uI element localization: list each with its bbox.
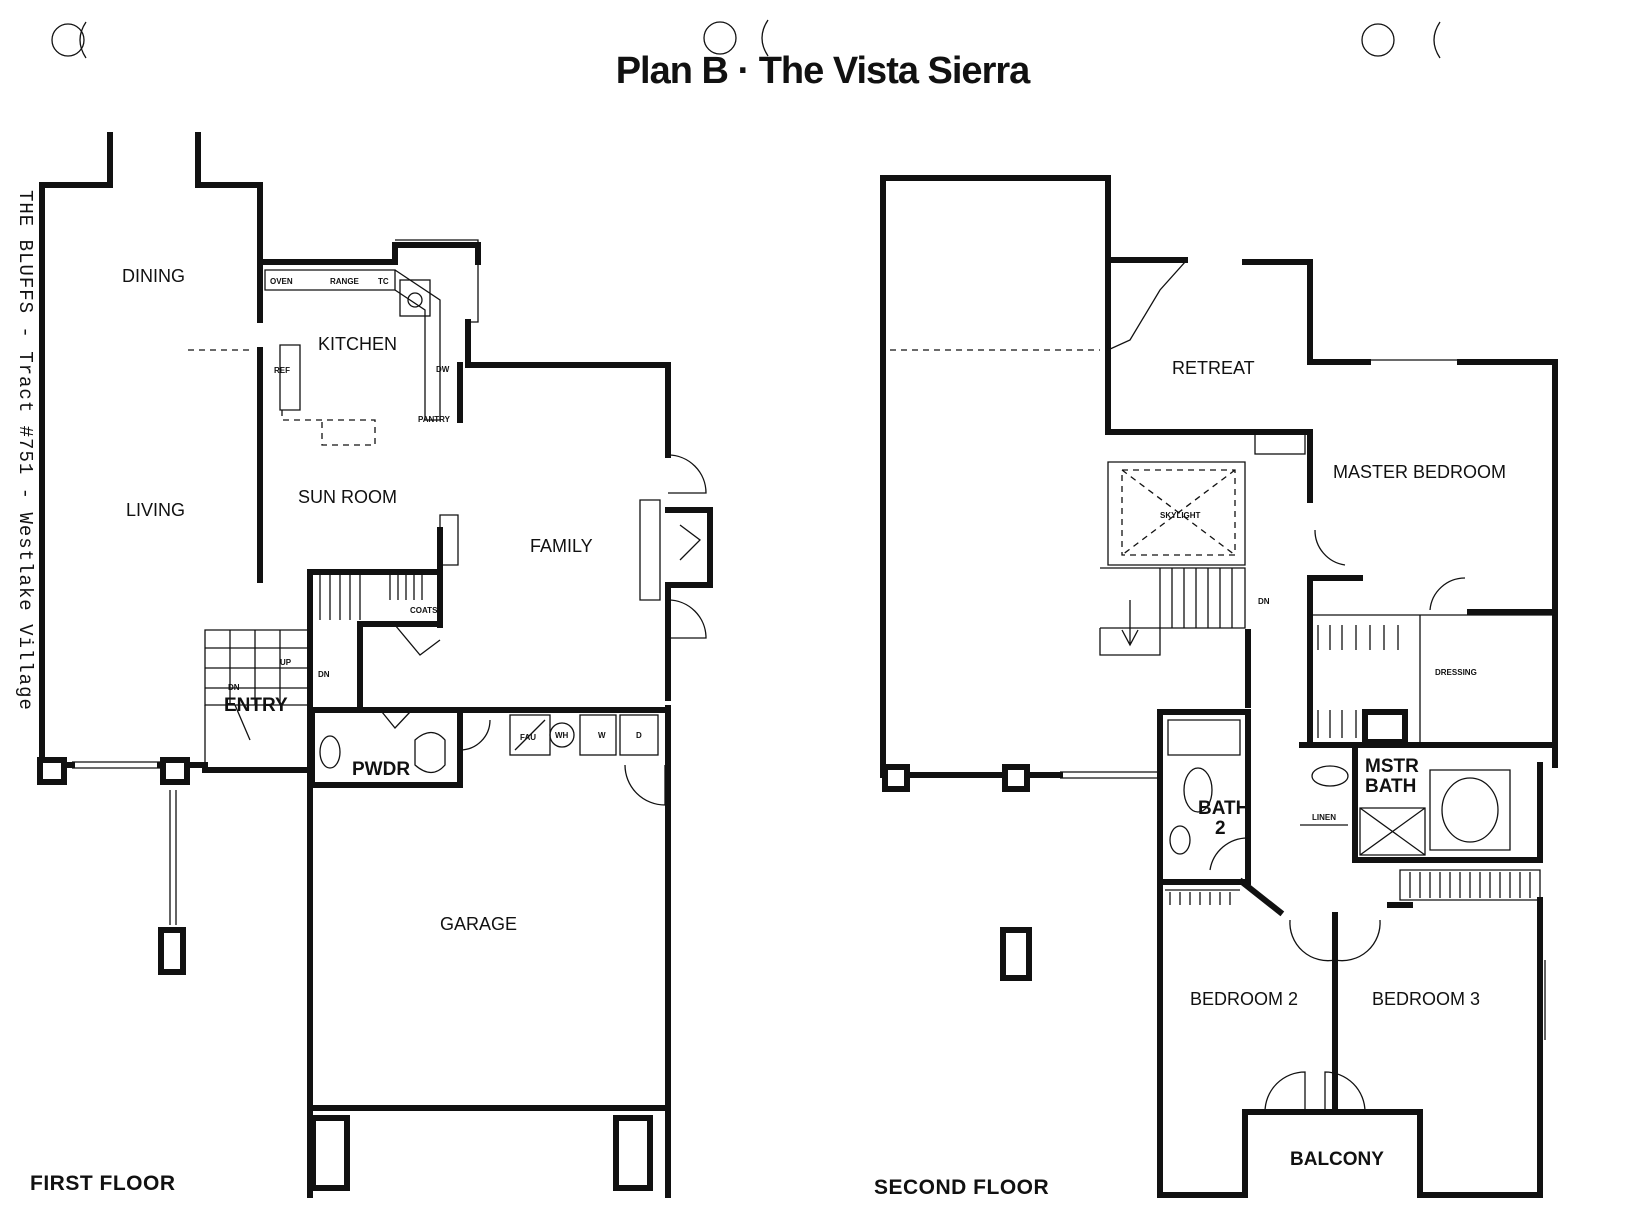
room-bedroom-3: BEDROOM 3 (1372, 989, 1480, 1009)
second-floor-labels: RETREAT MASTER BEDROOM SKYLIGHT DRESSING… (1160, 358, 1506, 1170)
room-bath2-line2: 2 (1215, 818, 1226, 839)
first-floor-labels: DINING KITCHEN LIVING SUN ROOM FAMILY EN… (122, 266, 642, 934)
first-floor-plan (37, 132, 713, 1198)
stair-dn: DN (318, 670, 330, 679)
stair-dn-entry: DN (228, 683, 240, 692)
stair-dn-upper: DN (1258, 597, 1270, 606)
room-mstr-bath-line2: BATH (1365, 776, 1416, 797)
room-mstr-bath-line1: MSTR (1365, 756, 1419, 777)
fixture-oven: OVEN (270, 277, 293, 286)
room-pwdr: PWDR (352, 759, 410, 780)
fixture-range: RANGE (330, 277, 360, 286)
room-entry: ENTRY (224, 695, 288, 716)
fixture-ref: REF (274, 366, 290, 375)
fixture-tc: TC (378, 277, 389, 286)
room-retreat: RETREAT (1172, 358, 1255, 378)
room-master-bedroom: MASTER BEDROOM (1333, 462, 1506, 482)
side-caption: THE BLUFFS - Tract #751 - Westlake Villa… (14, 190, 36, 711)
room-garage: GARAGE (440, 914, 517, 934)
fixture-wh: WH (555, 731, 569, 740)
fixture-fau: FAU (520, 733, 536, 742)
plan-title: Plan B · The Vista Sierra (615, 50, 1031, 92)
skylight-label: SKYLIGHT (1160, 511, 1201, 520)
second-floor-label: SECOND FLOOR (874, 1176, 1050, 1199)
room-bedroom-2: BEDROOM 2 (1190, 989, 1298, 1009)
room-kitchen: KITCHEN (318, 334, 397, 354)
second-floor-plan (880, 175, 1558, 1198)
room-sun-room: SUN ROOM (298, 487, 397, 507)
room-dining: DINING (122, 266, 185, 286)
fixture-d: D (636, 731, 642, 740)
fixture-dw: DW (436, 365, 450, 374)
first-floor-label: FIRST FLOOR (30, 1172, 176, 1195)
fixture-pantry: PANTRY (418, 415, 451, 424)
room-family: FAMILY (530, 536, 593, 556)
fixture-w: W (598, 731, 606, 740)
linen-label: LINEN (1312, 813, 1336, 822)
stair-up: UP (280, 658, 292, 667)
room-living: LIVING (126, 500, 185, 520)
room-dressing: DRESSING (1435, 668, 1477, 677)
room-bath2-line1: BATH (1198, 798, 1249, 819)
fixture-coats: COATS (410, 606, 438, 615)
hole-punch-marks (51, 19, 1441, 59)
room-balcony: BALCONY (1290, 1149, 1384, 1170)
